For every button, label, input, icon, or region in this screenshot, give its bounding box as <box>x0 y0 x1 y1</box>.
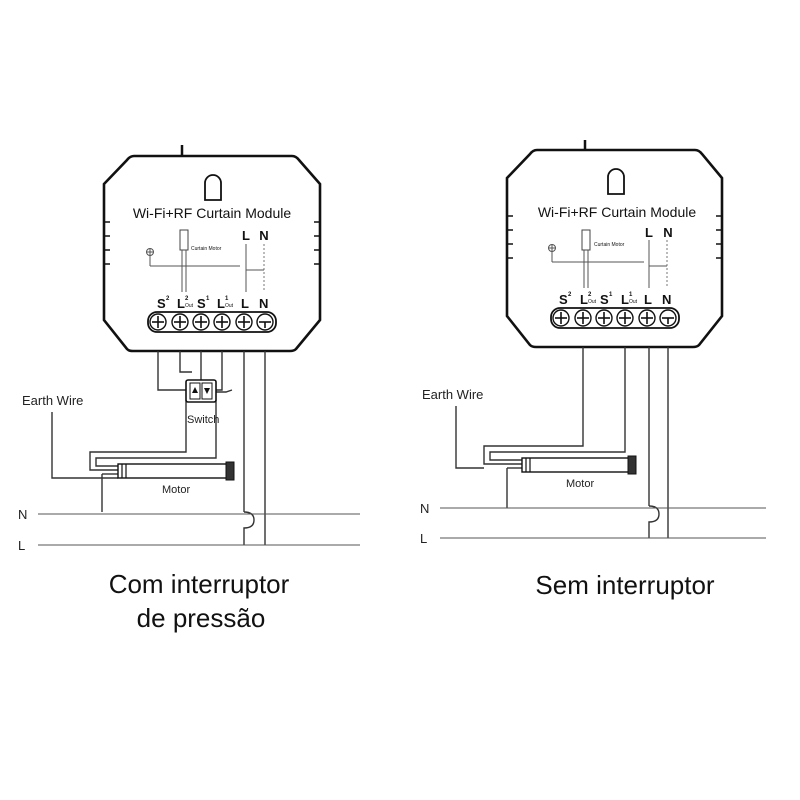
switch-label: Switch <box>187 414 219 426</box>
motor-label: Motor <box>162 484 190 496</box>
module-title: Wi-Fi+RF Curtain Module <box>538 204 697 220</box>
terminal-s1: S <box>197 296 206 311</box>
line-N-label: N <box>420 501 429 516</box>
top-N-label: N <box>663 225 672 240</box>
side-notches <box>507 215 722 259</box>
caption-line-1: Com interruptor <box>109 569 290 599</box>
top-L-label: L <box>645 225 653 240</box>
inner-schematic: Curtain Motor <box>548 229 668 288</box>
inner-motor-label: Curtain Motor <box>594 242 625 248</box>
svg-text:Out: Out <box>185 303 194 309</box>
line-L-label: L <box>420 531 427 546</box>
caption-line-1: Sem interruptor <box>535 570 715 600</box>
external-wiring <box>455 347 669 538</box>
svg-text:1: 1 <box>609 292 613 298</box>
terminal-block <box>550 307 680 329</box>
line-L-label: L <box>18 538 25 553</box>
svg-text:1: 1 <box>206 296 210 302</box>
module-title: Wi-Fi+RF Curtain Module <box>133 205 292 221</box>
svg-text:1: 1 <box>629 292 633 298</box>
mounting-hole-icon <box>204 174 222 201</box>
switch-icon <box>185 379 217 403</box>
caption-line-2: de pressão <box>137 603 266 633</box>
motor-icon <box>521 455 637 475</box>
terminal-l1: L <box>621 292 629 307</box>
line-N-label: N <box>18 507 27 522</box>
diagram-without-switch: Wi-Fi+RF Curtain Module Curtain Motor L … <box>420 140 766 600</box>
terminal-labels: S 2 L 2 Out S 1 L 1 Out L N <box>157 296 268 311</box>
inner-motor-label: Curtain Motor <box>191 246 222 252</box>
svg-text:2: 2 <box>568 292 572 298</box>
terminal-s1: S <box>600 292 609 307</box>
module-box <box>505 148 724 349</box>
terminal-block <box>147 311 277 333</box>
motor-label: Motor <box>566 478 594 490</box>
terminal-l1: L <box>217 296 225 311</box>
terminal-l2: L <box>177 296 185 311</box>
mounting-hole-icon <box>607 168 625 195</box>
svg-text:2: 2 <box>185 296 189 302</box>
svg-text:1: 1 <box>225 296 229 302</box>
svg-text:Out: Out <box>588 299 597 305</box>
terminal-s2: S <box>157 296 166 311</box>
terminal-n: N <box>662 292 671 307</box>
module-box <box>102 154 322 353</box>
terminal-labels: S 2 L 2 Out S 1 L 1 Out L N <box>559 292 671 307</box>
top-N-label: N <box>259 228 268 243</box>
terminal-n: N <box>259 296 268 311</box>
svg-text:2: 2 <box>166 296 170 302</box>
svg-text:Out: Out <box>225 303 234 309</box>
earth-wire-label: Earth Wire <box>22 393 83 408</box>
svg-text:Out: Out <box>629 299 638 305</box>
terminal-l: L <box>644 292 652 307</box>
side-notches <box>104 221 320 265</box>
top-L-label: L <box>242 228 250 243</box>
inner-schematic: Curtain Motor <box>146 229 265 292</box>
terminal-l2: L <box>580 292 588 307</box>
svg-text:2: 2 <box>588 292 592 298</box>
motor-icon <box>117 461 235 481</box>
terminal-s2: S <box>559 292 568 307</box>
earth-wire-label: Earth Wire <box>422 387 483 402</box>
terminal-l: L <box>241 296 249 311</box>
diagram-with-switch: Wi-Fi+RF Curtain Module Curtain Motor L … <box>18 145 360 633</box>
external-wiring <box>51 351 266 545</box>
